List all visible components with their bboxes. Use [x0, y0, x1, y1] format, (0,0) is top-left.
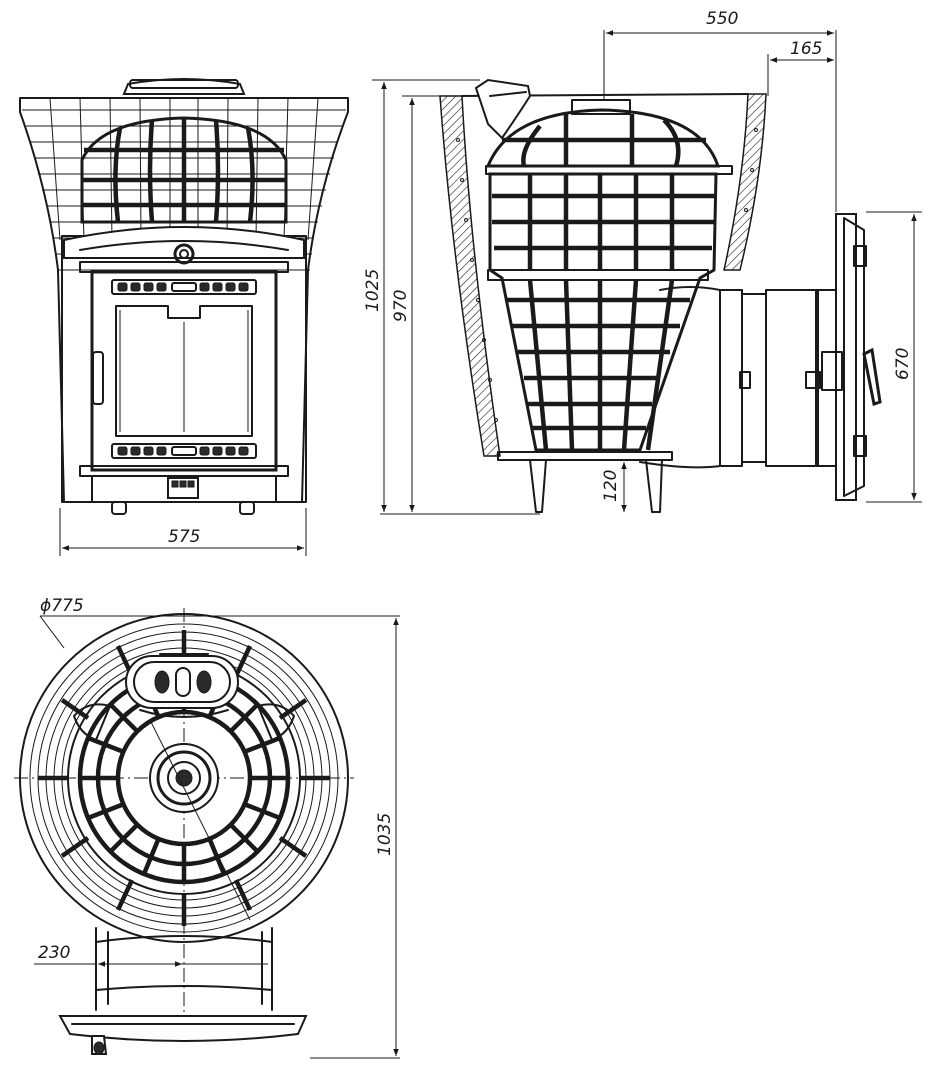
dim-front-width: 575: [168, 527, 200, 547]
dim-top-offset: 230: [38, 943, 70, 963]
dim-top-length: 1035: [375, 813, 395, 856]
dim-height-body: 970: [391, 290, 411, 322]
dim-height-total: 1025: [363, 269, 383, 312]
dim-door-height: 670: [893, 348, 913, 380]
dim-depth-door: 165: [790, 39, 822, 59]
front-view: 575: [19, 78, 349, 556]
dim-diameter: ϕ775: [40, 596, 84, 616]
side-view: 550 165 1025 970 670 120: [363, 9, 922, 515]
top-view: ϕ775 1035 230: [14, 596, 400, 1059]
dim-leg-height: 120: [601, 470, 621, 502]
dim-depth-total: 550: [706, 9, 738, 29]
